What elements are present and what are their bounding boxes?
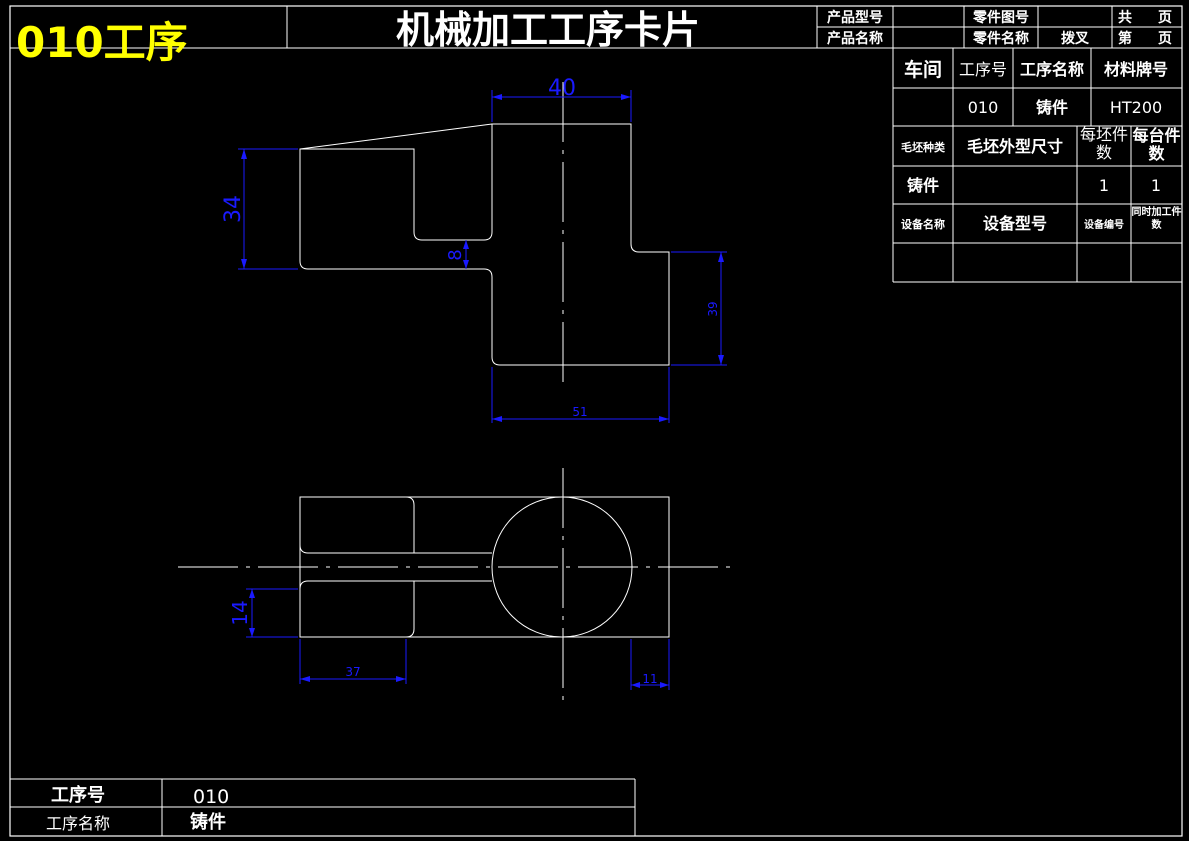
plan-view bbox=[178, 468, 735, 706]
footer-op-name-value: 铸件 bbox=[190, 811, 226, 833]
op-no-value: 010 bbox=[968, 98, 999, 117]
per-unit-label: 每台件数 bbox=[1132, 126, 1181, 163]
per-unit-value: 1 bbox=[1151, 176, 1161, 195]
dim-left-height: 34 bbox=[221, 195, 246, 223]
dim-plan-height: 14 bbox=[228, 600, 252, 625]
simul-label: 同时加工件数 bbox=[1131, 207, 1182, 231]
sheet-number-label: 第 bbox=[1118, 30, 1132, 47]
dim-bottom-width: 51 bbox=[572, 405, 587, 419]
front-slope-edge bbox=[299, 123, 493, 150]
blank-size-label: 毛坯外型尺寸 bbox=[967, 137, 1063, 156]
part-name-label: 零件名称 bbox=[972, 30, 1029, 47]
per-unit-label-box: 每台件数 bbox=[1132, 126, 1181, 163]
header-block bbox=[10, 6, 1182, 49]
op-no-label: 工序号 bbox=[959, 60, 1007, 79]
dim-plan-left-width: 37 bbox=[345, 665, 360, 679]
op-name-label: 工序名称 bbox=[1020, 60, 1084, 79]
dim-right-height: 39 bbox=[706, 301, 720, 316]
dim-plan-right-width: 11 bbox=[642, 672, 657, 686]
info-table bbox=[892, 48, 1182, 283]
simul-label-box: 同时加工件数 bbox=[1131, 207, 1182, 231]
page-unit-label: 页 bbox=[1158, 10, 1172, 26]
page-unit-label-2: 页 bbox=[1158, 31, 1172, 47]
footer-table bbox=[10, 778, 636, 836]
material-value: HT200 bbox=[1110, 98, 1162, 117]
dim-top-width: 40 bbox=[548, 76, 576, 101]
equip-model-label: 设备型号 bbox=[983, 214, 1047, 233]
bore-circle bbox=[491, 496, 633, 638]
product-name-label: 产品名称 bbox=[827, 30, 883, 47]
blank-type-value: 铸件 bbox=[907, 176, 939, 195]
total-pages-label: 共 bbox=[1118, 9, 1132, 26]
plan-slot-lower-left bbox=[299, 580, 414, 590]
drawing-frame bbox=[9, 5, 1183, 837]
dim-slot-height: 8 bbox=[445, 249, 466, 260]
footer-op-no-value: 010 bbox=[193, 786, 229, 808]
front-view bbox=[299, 82, 670, 388]
footer-op-name-label: 工序名称 bbox=[46, 814, 110, 833]
equip-no-label: 设备编号 bbox=[1084, 218, 1124, 231]
process-number-label: 010工序 bbox=[16, 18, 188, 67]
plan-slot-lower bbox=[405, 580, 492, 638]
plan-slot-upper-left bbox=[299, 544, 414, 554]
equip-name-label: 设备名称 bbox=[901, 217, 945, 231]
dimension-lines bbox=[238, 90, 727, 690]
part-drawing-label: 零件图号 bbox=[972, 9, 1029, 26]
per-blank-label: 每坯件数 bbox=[1079, 126, 1128, 162]
per-blank-label-box: 每坯件数 bbox=[1079, 126, 1128, 162]
footer-op-no-label: 工序号 bbox=[51, 784, 105, 806]
per-blank-value: 1 bbox=[1099, 176, 1109, 195]
blank-type-label: 毛坯种类 bbox=[901, 140, 946, 154]
op-name-value: 铸件 bbox=[1036, 98, 1068, 117]
plan-outline bbox=[299, 496, 670, 638]
card-title: 机械加工工序卡片 bbox=[396, 8, 700, 52]
front-outline bbox=[299, 123, 670, 366]
part-name-value: 拨叉 bbox=[1061, 30, 1090, 47]
plan-slot-upper bbox=[405, 496, 492, 554]
workshop-label: 车间 bbox=[904, 58, 942, 81]
material-label: 材料牌号 bbox=[1104, 60, 1168, 79]
product-model-label: 产品型号 bbox=[827, 9, 883, 26]
